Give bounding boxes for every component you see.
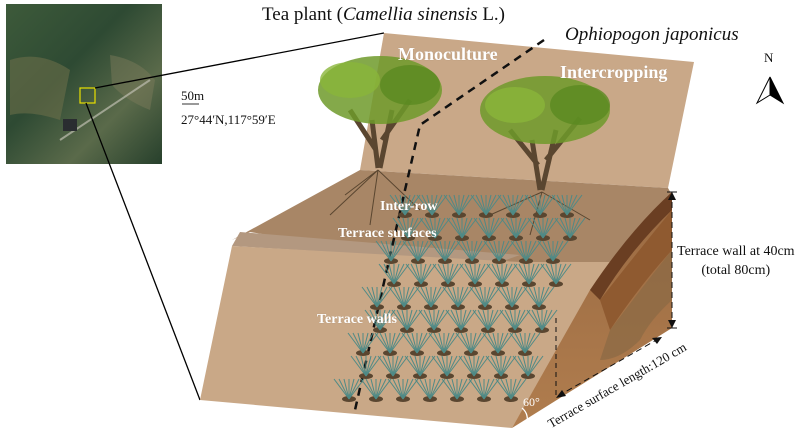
grass-tuft [485, 355, 517, 379]
angle-arc [521, 407, 528, 426]
grass-tuft [470, 194, 502, 218]
intercrop-species-title: Ophiopogon japonicus [565, 24, 739, 45]
grass-tuft [459, 263, 491, 287]
grass-tuft [483, 240, 515, 264]
grass-tuft [473, 217, 505, 241]
grass-tuft [443, 194, 475, 218]
inter-row-label: Inter-row [380, 199, 438, 214]
grass-tuft [509, 332, 541, 356]
grass-tuft [418, 309, 450, 333]
tea-plant-intercropping [480, 76, 610, 236]
grass-tuft [441, 378, 473, 402]
grass-tuft [333, 378, 365, 402]
scale-label: 50m [181, 88, 205, 103]
north-arrow-icon [755, 76, 785, 105]
grass-tuft [361, 286, 393, 310]
grass-tuft [374, 332, 406, 356]
compass-north-label: N [764, 50, 774, 65]
grass-tuft [469, 286, 501, 310]
grass-tuft [432, 263, 464, 287]
grass-tuft [456, 240, 488, 264]
grass-tuft [524, 194, 556, 218]
grass-tuft [405, 263, 437, 287]
tea-plant-title: Tea plant (Camellia sinensis L.) [262, 4, 505, 26]
grass-tuft [499, 309, 531, 333]
tea-species-name: Camellia sinensis [342, 4, 478, 25]
grass-tuft [442, 286, 474, 310]
grass-tuft [402, 240, 434, 264]
terrace-surface [232, 170, 672, 290]
grass-tuft [496, 286, 528, 310]
grass-tuft [360, 378, 392, 402]
grass-tuft [468, 378, 500, 402]
intercropping-label: Intercropping [560, 62, 668, 82]
grass-tuft [364, 309, 396, 333]
grass-tuft [377, 355, 409, 379]
grass-tuft [414, 378, 446, 402]
coordinates-label: 27°44′N,117°59′E [181, 112, 276, 127]
grass-tuft [391, 309, 423, 333]
grass-tuft [446, 217, 478, 241]
grass-tuft [482, 332, 514, 356]
grass-tuft [495, 378, 527, 402]
grass-tuft [419, 217, 451, 241]
angle-label: 60° [523, 395, 540, 409]
monoculture-label: Monoculture [398, 44, 498, 64]
grass-tuft [455, 332, 487, 356]
wall-height-line2: (total 80cm) [701, 263, 771, 278]
grass-tuft [404, 355, 436, 379]
grass-tuft [350, 355, 382, 379]
grass-tuft [445, 309, 477, 333]
grass-tuft [551, 194, 583, 218]
grass-tuft [486, 263, 518, 287]
grass-tuft [540, 263, 572, 287]
grass-tuft [526, 309, 558, 333]
grass-tuft [415, 286, 447, 310]
grass-tuft [537, 240, 569, 264]
tea-title-suffix: L.) [477, 4, 505, 25]
terrace-walls-label: Terrace walls [317, 312, 397, 327]
soil-profile [512, 192, 672, 428]
building [63, 119, 77, 131]
grass-tuft [387, 378, 419, 402]
wall-height-line1: Terrace wall at 40cm [677, 244, 795, 259]
grass-tuft [347, 332, 379, 356]
tea-title-prefix: Tea plant ( [262, 4, 343, 25]
grass-tuft [416, 194, 448, 218]
callout-line-top [94, 32, 385, 89]
grass-tuft [554, 217, 586, 241]
grass-tuft [389, 194, 421, 218]
grass-tuft [428, 332, 460, 356]
grass-tuft [500, 217, 532, 241]
tea-plant-monoculture [318, 56, 442, 226]
grass-tuft [378, 263, 410, 287]
grass-tuft [375, 240, 407, 264]
grass-tuft [392, 217, 424, 241]
surface-length-dimension [555, 318, 662, 398]
grass-tuft [527, 217, 559, 241]
grass-tuft [429, 240, 461, 264]
grass-tuft [512, 355, 544, 379]
terrace-surfaces-label: Terrace surfaces [338, 226, 437, 241]
wall-height-dimension [667, 191, 677, 329]
grass-tuft [458, 355, 490, 379]
grass-tuft [401, 332, 433, 356]
grass-tuft [513, 263, 545, 287]
satellite-inset-map [6, 4, 162, 164]
ophiopogon-grass-field [333, 194, 586, 402]
grass-tuft [472, 309, 504, 333]
callout-line-bottom [85, 102, 201, 401]
grass-tuft [497, 194, 529, 218]
grass-tuft [388, 286, 420, 310]
grass-tuft [523, 286, 555, 310]
study-site-marker [79, 87, 96, 104]
wall-height-label: Terrace wall at 40cm (total 80cm) [677, 242, 795, 280]
grass-tuft [510, 240, 542, 264]
grass-tuft [431, 355, 463, 379]
